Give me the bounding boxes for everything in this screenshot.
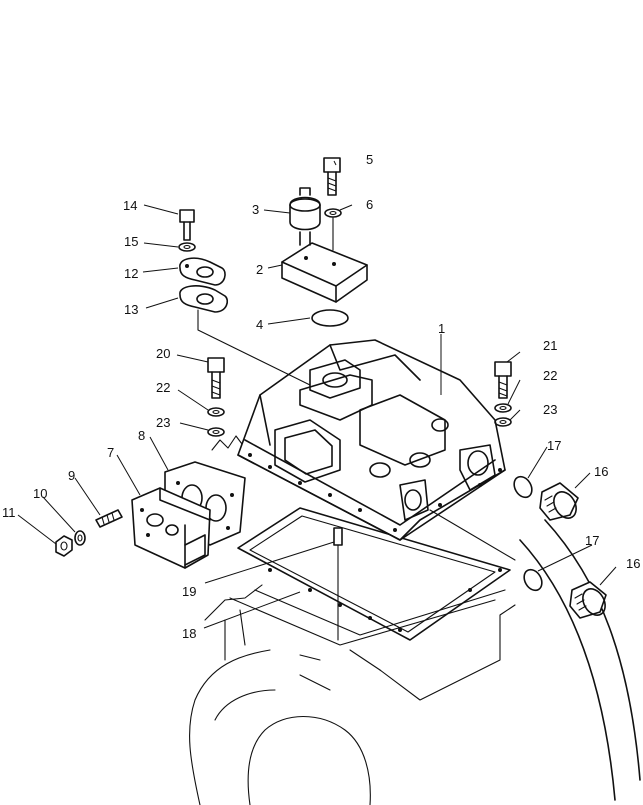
washer-22-left (207, 407, 225, 417)
stud-9 (95, 509, 123, 528)
pin-19 (333, 527, 343, 641)
bolt-5 (323, 157, 341, 196)
washer-15 (178, 242, 196, 252)
callout-17-upper: 17 (547, 438, 561, 453)
callout-6: 6 (366, 197, 373, 212)
callout-11: 11 (2, 505, 16, 520)
plug-16-lower (569, 581, 607, 619)
alignment-line-17 (429, 509, 516, 561)
callout-16-upper: 16 (594, 464, 608, 479)
callout-13: 13 (124, 302, 138, 317)
bolt-20 (207, 357, 225, 399)
callout-8: 8 (138, 428, 145, 443)
solenoid-3 (289, 187, 321, 246)
callout-5: 5 (366, 152, 373, 167)
o-ring-4 (311, 309, 349, 327)
washer-23-left (207, 427, 225, 437)
callout-19: 19 (182, 584, 196, 599)
callout-labels: 1 2 3 4 5 6 7 8 9 10 11 12 13 14 15 16 1… (2, 152, 640, 641)
callout-21: 21 (543, 338, 557, 353)
cover-7 (131, 487, 211, 569)
callout-23-right: 23 (543, 402, 557, 417)
nut-11 (55, 535, 73, 557)
callout-14: 14 (123, 198, 137, 213)
callout-3: 3 (252, 202, 259, 217)
o-ring-17-upper (513, 475, 533, 499)
flange-12 (179, 257, 226, 286)
transmission-case-outline (189, 519, 641, 805)
callout-4: 4 (256, 317, 263, 332)
alignment-line-12 (197, 309, 311, 386)
plug-16-upper (539, 482, 579, 521)
callout-20: 20 (156, 346, 170, 361)
gasket-18 (237, 507, 511, 641)
break-line (211, 435, 243, 451)
callout-22-right: 22 (543, 368, 557, 383)
washer-22-right (494, 403, 512, 413)
gasket-13 (179, 285, 229, 313)
o-ring-17-lower (523, 568, 543, 592)
callout-10: 10 (33, 486, 47, 501)
washer-6 (324, 208, 342, 218)
callout-12: 12 (124, 266, 138, 281)
callout-22-left: 22 (156, 380, 170, 395)
bolt-14 (179, 209, 195, 241)
callout-1: 1 (438, 321, 445, 336)
cover-plate-2 (281, 242, 368, 303)
valve-body-1 (237, 339, 506, 541)
callout-15: 15 (124, 234, 138, 249)
callout-18: 18 (182, 626, 196, 641)
callout-9: 9 (68, 468, 75, 483)
callout-2: 2 (256, 262, 263, 277)
bolt-21 (494, 361, 512, 399)
callout-23-left: 23 (156, 415, 170, 430)
washer-23-right (494, 417, 512, 427)
callout-17-lower: 17 (585, 533, 599, 548)
washer-10 (74, 530, 86, 546)
callout-7: 7 (107, 445, 114, 460)
callout-16-lower: 16 (626, 556, 640, 571)
leader-lines (17, 160, 617, 629)
